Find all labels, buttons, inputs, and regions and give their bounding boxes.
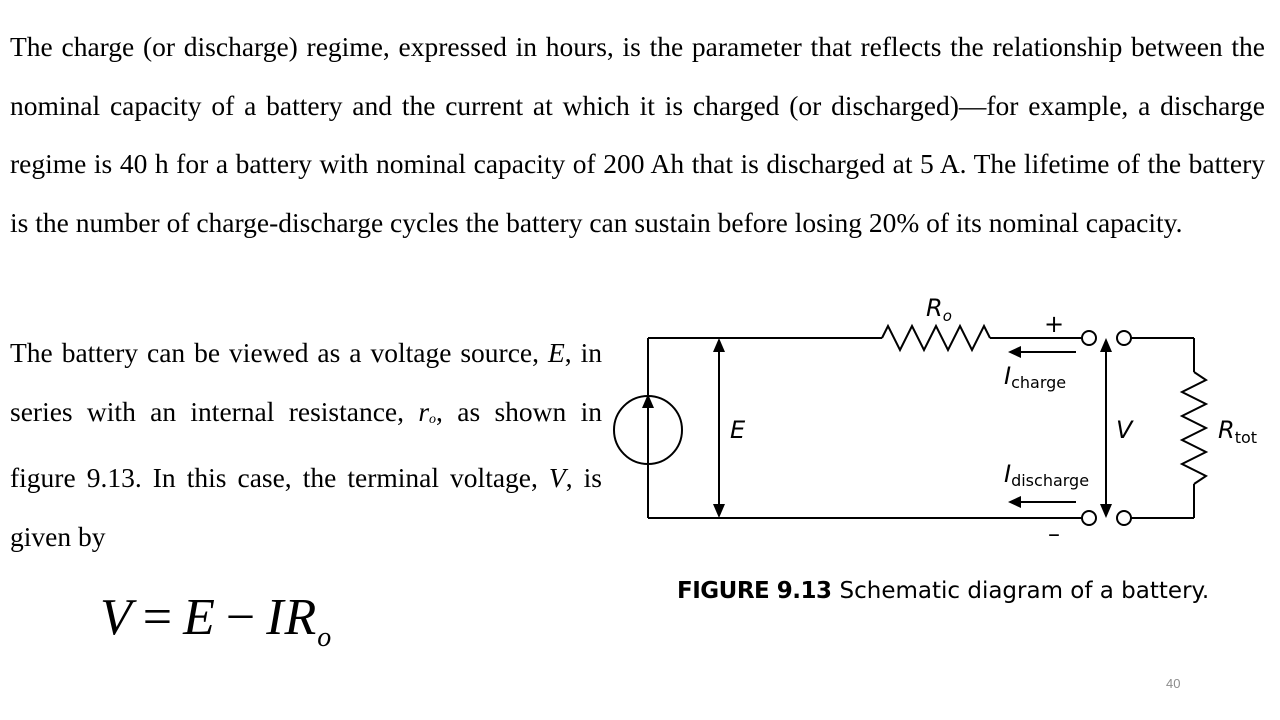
voltage-source-arrowhead xyxy=(642,394,654,408)
eq-ir: IR xyxy=(266,589,318,646)
label-charge: charge xyxy=(1011,373,1066,392)
text-segment: , is given by xyxy=(10,462,602,552)
eq-lhs: V xyxy=(100,589,133,646)
symbol-v: V xyxy=(548,462,566,493)
text-segment: , as shown in figure 9.13. In this case,… xyxy=(10,395,602,494)
v-arrowhead-top xyxy=(1100,338,1112,352)
e-arrowhead-bottom xyxy=(713,504,725,518)
page-number: 40 xyxy=(1166,676,1181,691)
text-segment: The battery can be viewed as a voltage s… xyxy=(10,337,548,368)
subscript-o: o xyxy=(429,411,437,427)
label-i: I xyxy=(1004,362,1011,390)
equation-terminal-voltage: V=E−IRo xyxy=(100,588,332,654)
figure-caption-text: Schematic diagram of a battery. xyxy=(839,578,1210,604)
symbol-r: r xyxy=(418,395,430,427)
eq-equals: = xyxy=(142,589,174,646)
label-r-sub: o xyxy=(943,307,952,325)
resistor-ro-zigzag xyxy=(881,323,991,353)
figure-number: FIGURE 9.13 xyxy=(677,578,832,604)
symbol-r-o: ro xyxy=(418,396,436,427)
text-segment: , in series with an internal resistance, xyxy=(10,337,603,427)
label-plus: + xyxy=(1044,310,1064,338)
paragraph-voltage-source: The battery can be viewed as a voltage s… xyxy=(10,324,602,566)
eq-minus: − xyxy=(225,589,257,646)
label-e: E xyxy=(730,416,746,444)
label-i-charge: Icharge xyxy=(1004,362,1066,392)
terminal-top-left xyxy=(1081,330,1097,346)
eq-subscript: o xyxy=(317,622,333,653)
label-r: R xyxy=(926,294,943,322)
e-arrowhead-top xyxy=(713,338,725,352)
label-r: R xyxy=(1218,416,1235,444)
label-r-tot: Rtot xyxy=(1218,416,1257,447)
paragraph-charge-regime: The charge (or discharge) regime, expres… xyxy=(10,31,1265,238)
label-r-o: Ro xyxy=(926,294,952,325)
battery-schematic-diagram: Ro + – Icharge Idischarge E V Rtot xyxy=(613,294,1257,548)
charge-arrowhead xyxy=(1008,346,1021,358)
label-v: V xyxy=(1116,416,1134,444)
terminal-bottom-right xyxy=(1116,510,1132,526)
symbol-e: E xyxy=(547,337,565,368)
terminal-top-right xyxy=(1116,330,1132,346)
label-i-discharge: Idischarge xyxy=(1004,460,1089,490)
discharge-arrowhead xyxy=(1008,496,1021,508)
resistor-rtot-zigzag xyxy=(1179,371,1209,485)
eq-e: E xyxy=(183,589,216,646)
label-tot: tot xyxy=(1235,428,1257,447)
label-i: I xyxy=(1004,460,1011,488)
v-arrowhead-bottom xyxy=(1100,504,1112,518)
figure-caption: FIGURE 9.13 Schematic diagram of a batter… xyxy=(677,578,1209,604)
label-minus: – xyxy=(1048,520,1060,548)
terminal-bottom-left xyxy=(1081,510,1097,526)
label-discharge: discharge xyxy=(1011,471,1089,490)
